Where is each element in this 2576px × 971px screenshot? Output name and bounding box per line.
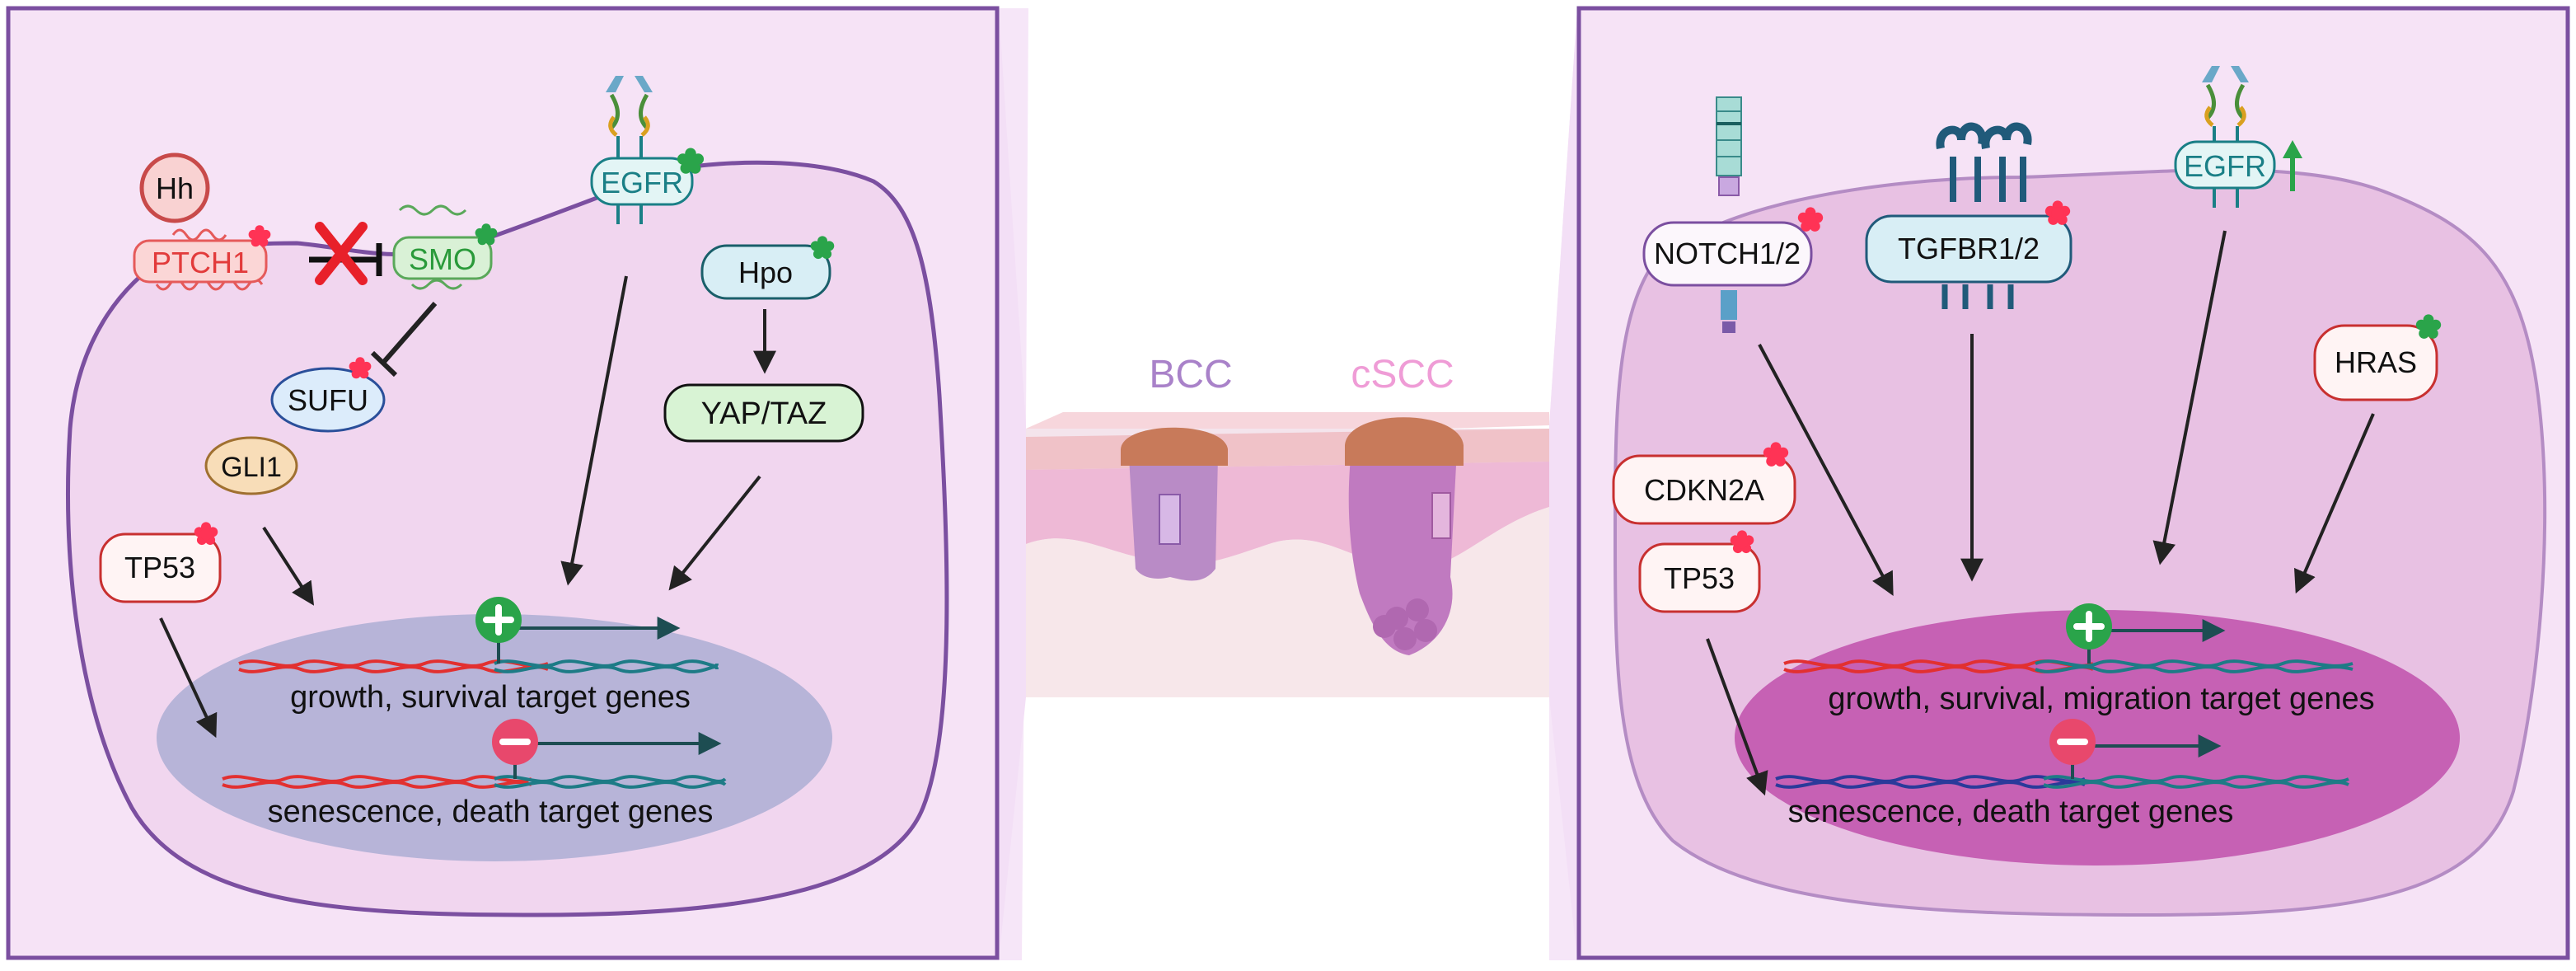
hras-node: [2313, 324, 2438, 401]
left-dna-plus: [238, 659, 719, 673]
hpo-label: Hpo: [738, 256, 793, 289]
right-dna-minus: [1775, 775, 2349, 789]
smo-receptor: SMO: [392, 204, 498, 290]
cdkn2a-node: [1612, 454, 1796, 525]
sufu-node: [270, 367, 386, 433]
notch-arrow: [1758, 344, 1894, 596]
ptch1-label: PTCH1: [152, 246, 249, 279]
cscc-label: cSCC: [1351, 353, 1454, 396]
notch-label: NOTCH1/2: [1654, 237, 1801, 270]
right-gene-plus-label: growth, survival, migration target genes: [1828, 682, 2374, 716]
left-dna-minus: [222, 775, 727, 789]
right-egfr-label: EGFR: [2184, 149, 2266, 183]
left-egfr-arrow: [560, 275, 628, 586]
hh-ligand: [139, 152, 210, 223]
tgfbr-label: TGFBR1/2: [1898, 232, 2040, 265]
right-panel: growth, survival, migration target genes…: [1576, 6, 2570, 960]
smo-sufu-inhibition: [381, 302, 438, 364]
left-egfr-receptor: EGFR: [590, 76, 705, 224]
left-tp53-arrow: [159, 617, 218, 739]
right-tp53-node: [1638, 542, 1761, 613]
sufu-label: SUFU: [288, 383, 368, 417]
left-tp53-label: TP53: [124, 551, 195, 584]
cdkn2a-label: CDKN2A: [1644, 473, 1764, 507]
yap-taz-arrow: [668, 475, 761, 591]
left-egfr-label: EGFR: [601, 166, 683, 199]
hras-arrow: [2294, 413, 2375, 594]
inhibition-blocked-icon: [309, 222, 382, 285]
right-tp53-arrow: [1706, 638, 1768, 796]
left-gene-plus-label: growth, survival target genes: [290, 680, 691, 715]
gli1-node: [204, 436, 298, 495]
right-egfr-arrow: [2152, 230, 2227, 565]
hpo-node: [700, 244, 831, 300]
hras-label: HRAS: [2335, 345, 2417, 379]
hh-label: Hh: [156, 171, 194, 205]
notch-receptor: NOTCH1/2: [1642, 96, 1824, 333]
tgfbr-receptor: TGFBR1/2: [1865, 122, 2073, 309]
right-dna-plus: [1783, 659, 2354, 673]
yap-taz-label: YAP/TAZ: [701, 396, 827, 431]
funnel-right-inner: [1549, 8, 1577, 960]
bcc-label: BCC: [1149, 353, 1232, 396]
gli1-label: GLI1: [221, 452, 282, 483]
gli1-arrow: [262, 526, 315, 606]
skin-cross-section: BCC cSCC: [1026, 353, 1549, 697]
left-tp53-node: [99, 532, 222, 603]
cscc-tumour: [1348, 421, 1457, 655]
right-gene-minus-label: senescence, death target genes: [1788, 795, 2234, 829]
smo-label: SMO: [409, 242, 476, 276]
right-egfr-receptor: EGFR: [2174, 66, 2302, 208]
right-tp53-label: TP53: [1664, 561, 1735, 595]
left-gene-minus-label: senescence, death target genes: [268, 795, 714, 829]
right-nucleus: [1735, 610, 2460, 865]
yap-taz-node: [663, 383, 864, 443]
ptch1-receptor: PTCH1: [133, 225, 271, 291]
left-panel: growth, survival target genes senescence…: [6, 6, 1000, 960]
funnel-left-inner: [999, 8, 1026, 960]
